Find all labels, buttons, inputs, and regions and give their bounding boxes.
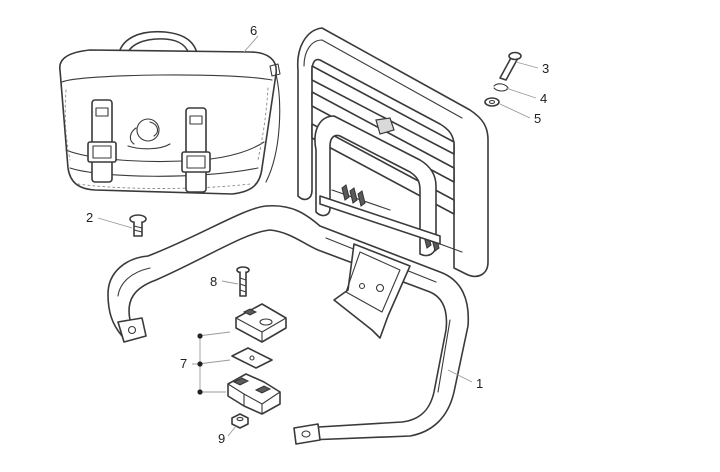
callout-1: 1 [476,376,483,391]
callout-6: 6 [250,23,257,38]
callout-2: 2 [86,210,93,225]
callout-4: 4 [540,91,547,106]
rear-rack-frame [107,204,470,445]
callout-9: 9 [218,431,225,446]
callout-5: 5 [534,111,541,126]
bolt-part-3 [499,51,522,81]
folding-luggage-frame [297,27,489,278]
washer-part-4 [493,83,509,92]
nut-part-9 [231,413,249,429]
screw-part-2 [129,214,147,237]
saddle-bag [59,30,281,195]
clamp-kit-part-7 [227,303,287,415]
leader-lines [97,35,539,437]
callout-8: 8 [210,274,217,289]
callout-7: 7 [180,356,187,371]
screw-part-8 [236,266,250,297]
callout-3: 3 [542,61,549,76]
nut-part-5 [484,97,500,107]
anniversary-emblem [127,118,171,150]
leader-dots [197,333,203,395]
